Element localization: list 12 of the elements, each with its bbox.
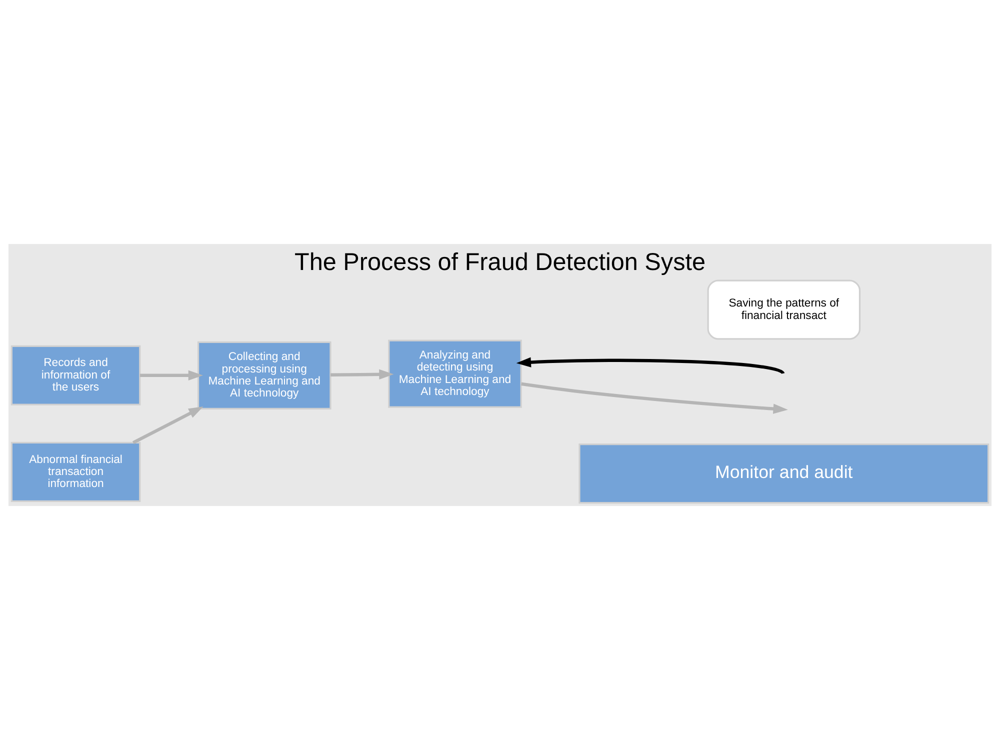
arrow	[520, 382, 788, 414]
node-box: Collecting and processing using Machine Learning and AI technology	[197, 341, 332, 410]
diagram-title: The Process of Fraud Detection Syste	[294, 248, 706, 276]
arrow	[132, 406, 204, 444]
arrow	[516, 357, 784, 375]
node-box: Abnormal financial transaction information	[10, 442, 141, 502]
node-box: Saving the patterns of financial transact	[707, 280, 861, 340]
node-box: Records and information of the users	[10, 345, 141, 406]
node-box: Analyzing and detecting using Machine Learning and AI technology	[388, 340, 522, 408]
arrow	[330, 369, 394, 380]
arrow	[140, 370, 203, 381]
node-box: Monitor and audit	[578, 444, 990, 504]
